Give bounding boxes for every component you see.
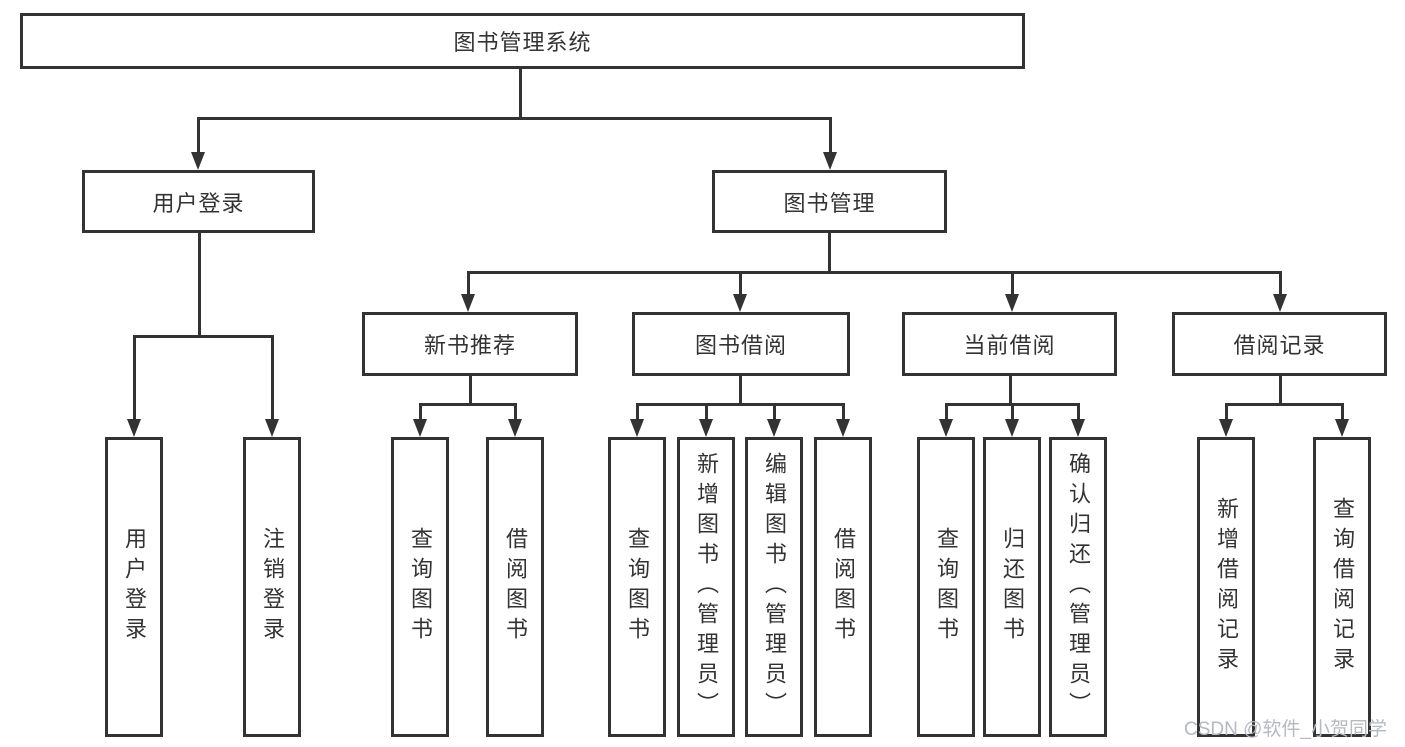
- connector-line: [1008, 376, 1012, 405]
- node-label: 借阅记录: [1233, 333, 1326, 358]
- leaf-label: 注销登录: [260, 527, 285, 647]
- connector-line: [635, 404, 639, 420]
- leaf-br-query-record: 查询借阅记录: [1313, 437, 1371, 737]
- connector-line: [738, 376, 742, 405]
- connector-arrowhead: [508, 419, 522, 437]
- connector-line: [1010, 404, 1014, 420]
- connector-arrowhead: [1005, 294, 1019, 312]
- node-book-borrowing: 图书借阅: [632, 312, 850, 376]
- leaf-label: 查询借阅记录: [1330, 497, 1355, 677]
- connector-arrowhead: [699, 419, 713, 437]
- connector-arrowhead: [265, 419, 279, 437]
- connector-line: [1010, 272, 1014, 296]
- connector-arrowhead: [413, 419, 427, 437]
- connector-line: [466, 272, 470, 296]
- connector-line: [196, 117, 832, 120]
- connector-arrowhead: [767, 419, 781, 437]
- connector-line: [1224, 402, 1344, 406]
- connector-line: [704, 404, 708, 420]
- leaf-label: 归还图书: [1000, 527, 1025, 647]
- connector-line: [828, 118, 832, 154]
- node-user-login: 用户登录: [82, 170, 315, 233]
- watermark-csdn: CSDN @软件_小贺同学: [1184, 719, 1387, 740]
- connector-line: [738, 272, 742, 296]
- node-borrowing-records: 借阅记录: [1172, 312, 1387, 376]
- connector-arrowhead: [1335, 419, 1349, 437]
- leaf-br-add-record: 新增借阅记录: [1197, 437, 1255, 737]
- leaf-user-login: 用户登录: [105, 437, 163, 737]
- leaf-label: 借阅图书: [831, 527, 856, 647]
- connector-line: [841, 404, 845, 420]
- leaf-bb-borrow-books: 借阅图书: [814, 437, 872, 737]
- leaf-cb-confirm-return-admin: 确认归还（管理员）: [1049, 437, 1107, 737]
- connector-line: [132, 336, 136, 420]
- connector-arrowhead: [191, 152, 205, 170]
- leaf-cb-query-books: 查询图书: [917, 437, 975, 737]
- connector-line: [635, 402, 845, 406]
- node-library-management-system: 图书管理系统: [20, 13, 1025, 69]
- leaf-nbr-borrow-books: 借阅图书: [486, 437, 544, 737]
- node-label: 用户登录: [152, 190, 245, 216]
- leaf-label: 查询图书: [408, 527, 433, 647]
- connector-line: [466, 270, 1282, 274]
- connector-line: [827, 233, 831, 273]
- leaf-logout: 注销登录: [243, 437, 301, 737]
- connector-arrowhead: [1219, 419, 1233, 437]
- connector-line: [944, 404, 948, 420]
- connector-line: [468, 376, 472, 405]
- leaf-bb-add-books-admin: 新增图书（管理员）: [677, 437, 735, 737]
- connector-line: [418, 402, 517, 406]
- leaf-label: 编辑图书（管理员）: [762, 452, 787, 722]
- leaf-bb-query-books: 查询图书: [608, 437, 666, 737]
- connector-line: [1224, 404, 1228, 420]
- node-book-management: 图书管理: [712, 170, 947, 233]
- connector-line: [196, 118, 200, 154]
- node-label: 新书推荐: [423, 333, 516, 358]
- connector-line: [132, 334, 274, 338]
- node-label: 图书管理系统: [453, 30, 592, 55]
- node-new-book-recommend: 新书推荐: [362, 312, 578, 376]
- node-label: 当前借阅: [963, 333, 1056, 358]
- connector-line: [1278, 376, 1282, 405]
- leaf-label: 查询图书: [934, 527, 959, 647]
- leaf-nbr-query-books: 查询图书: [391, 437, 449, 737]
- connector-arrowhead: [1071, 419, 1085, 437]
- connector-line: [270, 336, 274, 420]
- connector-arrowhead: [127, 419, 141, 437]
- leaf-label: 用户登录: [122, 527, 147, 647]
- connector-line: [1076, 404, 1080, 420]
- connector-line: [418, 404, 422, 420]
- node-label: 图书管理: [783, 190, 876, 216]
- leaf-label: 新增借阅记录: [1214, 497, 1239, 677]
- connector-arrowhead: [630, 419, 644, 437]
- connector-arrowhead: [1273, 294, 1287, 312]
- connector-line: [518, 67, 522, 120]
- connector-arrowhead: [461, 294, 475, 312]
- connector-arrowhead: [836, 419, 850, 437]
- leaf-label: 借阅图书: [503, 527, 528, 647]
- connector-line: [1278, 272, 1282, 296]
- connector-line: [513, 404, 517, 420]
- connector-line: [1340, 404, 1344, 420]
- connector-arrowhead: [1005, 419, 1019, 437]
- connector-arrowhead: [733, 294, 747, 312]
- leaf-label: 查询图书: [625, 527, 650, 647]
- connector-arrowhead: [823, 152, 837, 170]
- leaf-label: 确认归还（管理员）: [1066, 452, 1091, 722]
- connector-arrowhead: [939, 419, 953, 437]
- node-label: 图书借阅: [694, 333, 787, 358]
- leaf-cb-return-books: 归还图书: [983, 437, 1041, 737]
- leaf-bb-edit-books-admin: 编辑图书（管理员）: [745, 437, 803, 737]
- connector-line: [197, 233, 201, 337]
- node-current-borrowing: 当前借阅: [902, 312, 1117, 376]
- connector-line: [772, 404, 776, 420]
- leaf-label: 新增图书（管理员）: [694, 452, 719, 722]
